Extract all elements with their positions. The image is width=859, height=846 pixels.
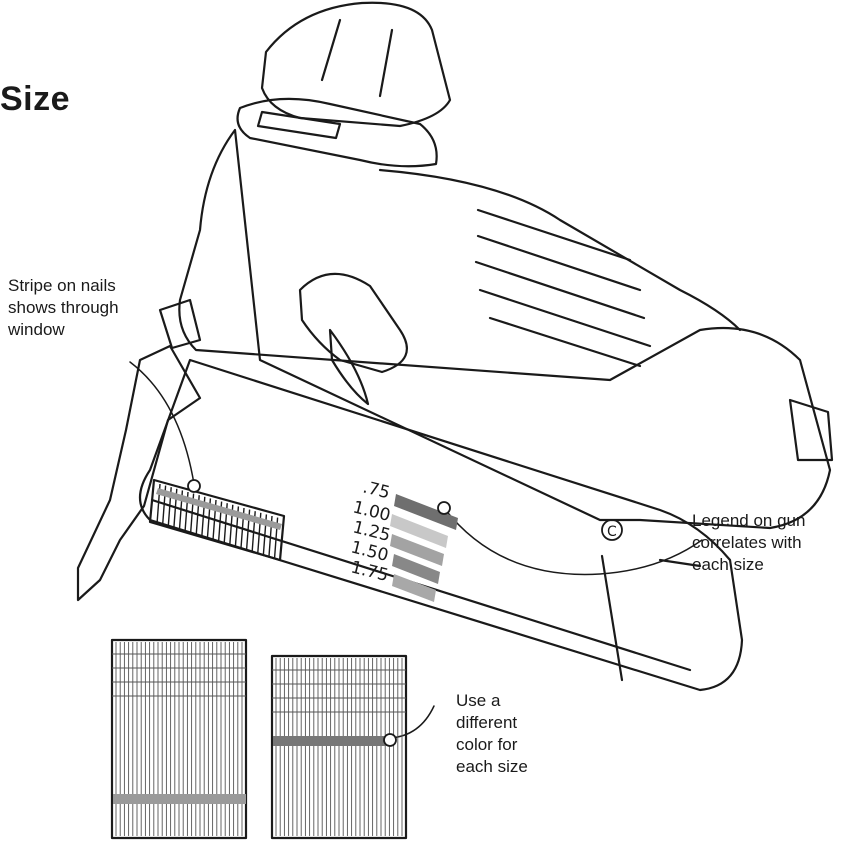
gun-fin-4 <box>478 288 652 348</box>
gun-rear-knob <box>788 398 834 462</box>
nail-strip-large <box>110 638 248 840</box>
leader-window <box>129 361 195 485</box>
callout-color: Use a different color for each size <box>456 690 556 778</box>
callout-color-line-1: Use a <box>456 691 501 710</box>
nail-strip-small <box>270 654 408 840</box>
gun-fin-2 <box>476 234 642 292</box>
gun-nose-block <box>158 298 202 350</box>
gun-fin-1 <box>476 208 632 262</box>
callout-color-line-2: different <box>456 713 518 732</box>
gun-magazine-groove <box>600 554 702 682</box>
diagram-title: Size <box>0 80 71 118</box>
strip-small-color-stripe <box>273 736 393 746</box>
leader-dot-window <box>187 479 201 493</box>
gun-cap-rib <box>320 18 394 98</box>
gun-trigger <box>328 328 370 406</box>
callout-color-line-4: each size <box>456 757 528 776</box>
gun-fin-3 <box>474 260 646 320</box>
stamp-icon <box>601 519 623 541</box>
gun-nose <box>76 344 202 602</box>
gun-legend-marks: .75 1.00 1.25 1.50 1.75 <box>349 477 393 586</box>
gun-fin-5 <box>488 316 642 368</box>
callout-window-line-1: Stripe on nails <box>8 276 116 295</box>
leader-color <box>389 705 435 739</box>
window-color-stripe <box>156 488 282 530</box>
gun-housing <box>178 128 832 530</box>
gun-magazine <box>138 358 744 692</box>
gun-nail-window <box>148 478 286 562</box>
gun-collar-slot <box>256 110 342 140</box>
gun-cap-collar <box>236 97 438 168</box>
gun-top-cap <box>260 1 452 128</box>
gun-grip <box>298 272 408 374</box>
stamp-letter: C <box>607 524 617 540</box>
callout-window: Stripe on nails shows through window <box>8 275 188 341</box>
strip-large-color-stripe <box>113 794 246 804</box>
callout-legend-line-3: each size <box>692 555 764 574</box>
callout-legend-line-1: Legend on gun <box>692 511 806 530</box>
leader-dot-color <box>383 733 397 747</box>
leader-legend <box>443 507 703 576</box>
callout-window-line-2: shows through <box>8 298 119 317</box>
callout-window-line-3: window <box>8 320 65 339</box>
callout-color-line-3: color for <box>456 735 518 754</box>
gun-legend-stripes <box>390 494 458 602</box>
callout-legend: Legend on gun correlates with each size <box>692 510 859 576</box>
gun-housing-top <box>378 168 742 332</box>
leader-dot-legend <box>437 501 451 515</box>
callout-legend-line-2: correlates with <box>692 533 802 552</box>
